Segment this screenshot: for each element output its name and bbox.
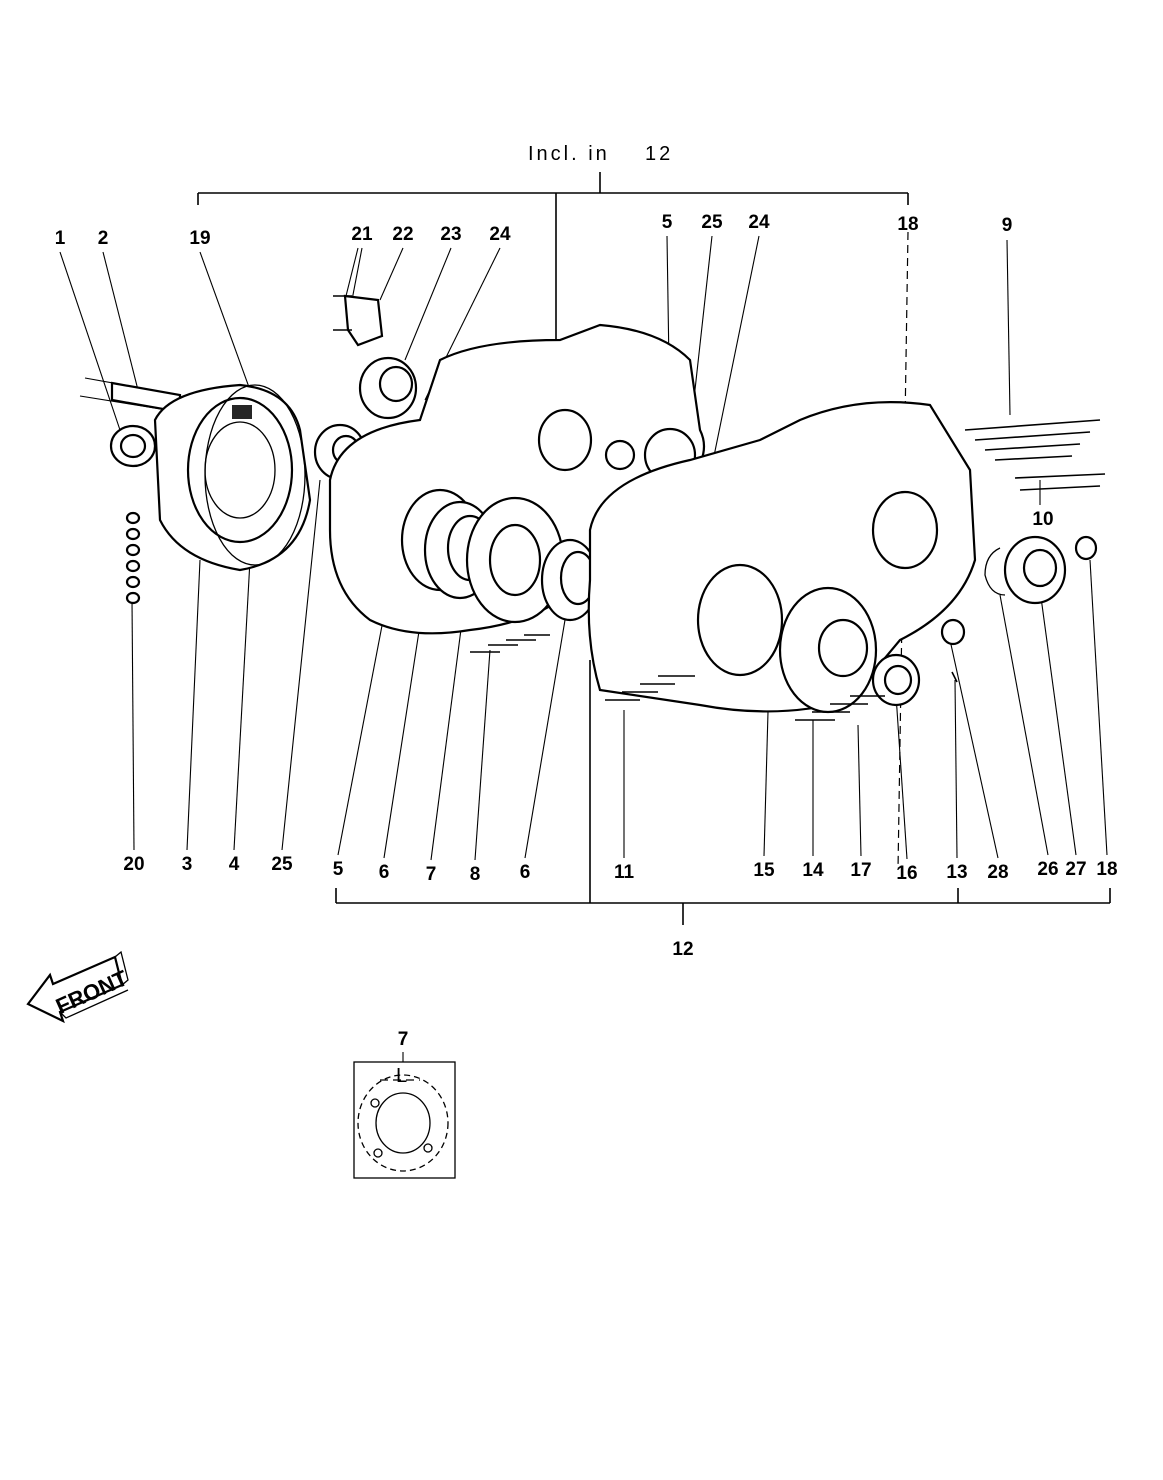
label-4: 4 xyxy=(229,854,240,875)
incl-note-number: 12 xyxy=(645,143,673,165)
front-arrow: FRONT xyxy=(26,950,132,1024)
label-5: 5 xyxy=(662,212,673,233)
seal-part-16 xyxy=(871,653,921,707)
inset-mark: L xyxy=(396,1065,410,1087)
bottom-12-bracket: 12 xyxy=(335,660,1111,960)
label-17: 17 xyxy=(850,860,871,881)
label-10: 10 xyxy=(1032,509,1053,530)
label-14: 14 xyxy=(802,860,824,881)
bolts-part-11 xyxy=(605,675,695,701)
label-15: 15 xyxy=(753,860,775,881)
label-24: 24 xyxy=(489,224,511,245)
bearing-part-27 xyxy=(1003,535,1067,605)
plug-part-18 xyxy=(1074,535,1098,561)
label-22: 22 xyxy=(392,224,413,245)
label-7: 7 xyxy=(426,864,437,885)
bracket-parts-21-22 xyxy=(333,294,384,347)
seal-part-28 xyxy=(940,618,966,646)
label-9: 9 xyxy=(1002,215,1013,236)
o-ring-part-4 xyxy=(204,384,306,566)
label-18: 18 xyxy=(897,214,918,235)
label-3: 3 xyxy=(182,854,193,875)
long-bolts-part-10 xyxy=(1014,473,1106,491)
label-2: 2 xyxy=(98,228,109,249)
label-27: 27 xyxy=(1065,859,1086,880)
label-5b: 5 xyxy=(333,859,344,880)
bearing-part-23 xyxy=(358,356,418,420)
label-28: 28 xyxy=(987,862,1008,883)
label-26: 26 xyxy=(1037,859,1058,880)
left-cover-part-3 xyxy=(153,383,312,572)
label-25b: 25 xyxy=(271,854,293,875)
label-11: 11 xyxy=(614,862,635,883)
inset-label: 7 xyxy=(398,1029,409,1050)
plate-part-7 xyxy=(465,496,565,624)
screws-part-8 xyxy=(470,634,550,653)
label-19: 19 xyxy=(189,228,210,249)
seal-part-6b xyxy=(540,538,600,622)
bottom-group-label: 12 xyxy=(672,939,693,960)
circlip-part-26 xyxy=(984,547,1006,596)
label-18b: 18 xyxy=(1096,859,1117,880)
top-labels: 1 2 19 21 22 23 24 5 25 24 18 9 xyxy=(55,212,1013,249)
label-6b: 6 xyxy=(520,862,531,883)
label-24b: 24 xyxy=(748,212,770,233)
pin-part-13 xyxy=(951,671,958,683)
screws-part-20 xyxy=(125,511,141,605)
long-bolts-part-9 xyxy=(964,419,1101,461)
label-25: 25 xyxy=(701,212,723,233)
bolts-part-14-17 xyxy=(795,695,885,721)
incl-note-prefix: Incl. in xyxy=(528,143,610,165)
label-20: 20 xyxy=(123,854,144,875)
label-23: 23 xyxy=(440,224,461,245)
inset-detail-part-7: 7 L xyxy=(353,1029,456,1179)
label-6: 6 xyxy=(379,862,390,883)
label-13: 13 xyxy=(946,862,967,883)
label-1: 1 xyxy=(55,228,66,249)
label-21: 21 xyxy=(351,224,373,245)
label-16: 16 xyxy=(896,863,917,884)
label-8: 8 xyxy=(470,864,481,885)
bottom-labels: 20 3 4 25 5 6 7 8 6 11 15 14 17 16 13 28… xyxy=(123,854,1086,885)
shaft-seal-parts xyxy=(79,377,182,468)
right-crankcase-half xyxy=(587,401,977,714)
right-labels: 10 18 xyxy=(1032,509,1117,880)
